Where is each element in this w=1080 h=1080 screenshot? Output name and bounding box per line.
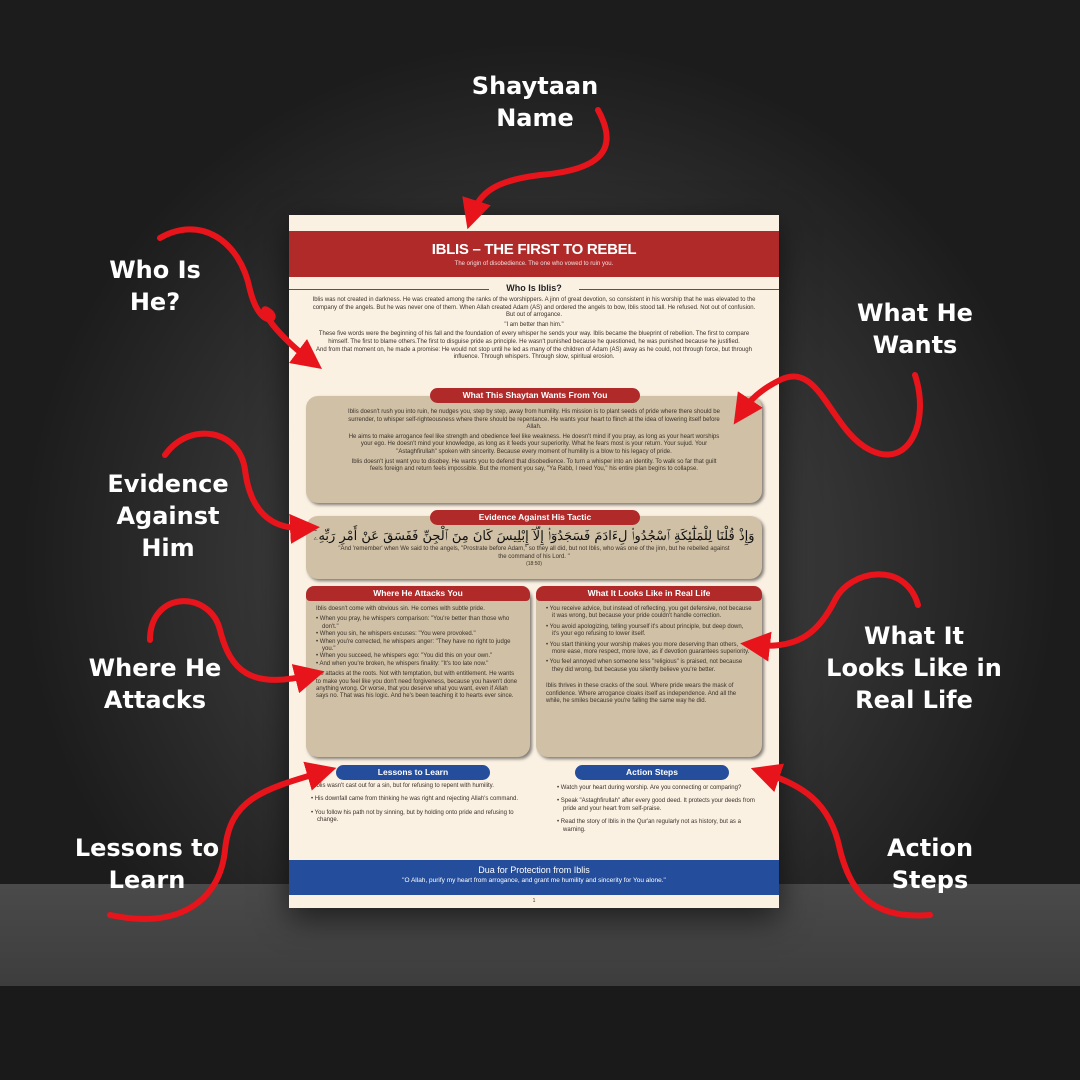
action-text: Watch your heart during worship. Are you… [557, 785, 762, 834]
list-item: When you sin, he whispers excuses: "You … [316, 631, 520, 638]
list-item: Speak "Astaghfirullah" after every good … [557, 798, 762, 813]
list-item: You follow his path not by sinning, but … [311, 810, 531, 825]
real-life-text: You receive advice, but instead of refle… [536, 586, 762, 705]
attacks-list: When you pray, he whispers comparison: "… [316, 616, 520, 668]
floor-shadow [0, 986, 1080, 1080]
who-paragraph: And from that moment on, he made a promi… [316, 346, 752, 361]
list-item: Iblis wasn't cast out for a sin, but for… [311, 783, 531, 790]
annotation-real-life: What It Looks Like in Real Life [826, 622, 1002, 714]
list-item: His downfall came from thinking he was r… [311, 796, 531, 803]
lessons-text: Iblis wasn't cast out for a sin, but for… [311, 783, 531, 825]
attacks-heading: Where He Attacks You [306, 586, 530, 601]
dua-text: "O Allah, purify my heart from arrogance… [402, 877, 666, 884]
wants-box: Iblis doesn't rush you into ruin, he nud… [306, 396, 762, 503]
who-paragraph: Iblis was not created in darkness. He wa… [312, 297, 756, 319]
who-quote: "I am better than him." [504, 321, 564, 328]
wants-paragraph: Iblis doesn't rush you into ruin, he nud… [348, 409, 720, 431]
annotation-who-is-he: Who Is He? [109, 256, 201, 316]
real-life-heading: What It Looks Like in Real Life [536, 586, 762, 601]
list-item: When you're corrected, he whispers anger… [316, 639, 520, 654]
action-list: Watch your heart during worship. Are you… [557, 785, 762, 834]
annotation-what-he-wants: What He Wants [857, 299, 973, 359]
attacks-intro: Iblis doesn't come with obvious sin. He … [316, 606, 485, 612]
list-item: Watch your heart during worship. Are you… [557, 785, 762, 792]
action-heading: Action Steps [575, 765, 729, 780]
poster-subtitle: The origin of disobedience. The one who … [454, 261, 614, 267]
annotation-lessons: Lessons to Learn [74, 834, 220, 894]
wants-paragraph: Iblis doesn't just want you to disobey. … [351, 458, 717, 473]
real-life-list: You receive advice, but instead of refle… [546, 606, 752, 674]
real-life-box: What It Looks Like in Real Life You rece… [536, 586, 762, 757]
wants-paragraph: He aims to make arrogance feel like stre… [348, 433, 720, 455]
list-item: You feel annoyed when someone less "reli… [546, 659, 752, 674]
quran-verse-arabic: وَإِذْ قُلْنَا لِلْمَلَٰٓئِكَةِ ٱسْجُدُو… [313, 529, 755, 544]
dua-banner: Dua for Protection from Iblis "O Allah, … [289, 860, 779, 895]
dua-heading: Dua for Protection from Iblis [478, 865, 590, 875]
evidence-heading: Evidence Against His Tactic [430, 510, 640, 525]
list-item: Read the story of Iblis in the Qur'an re… [557, 819, 762, 834]
list-item: You start thinking your worship makes yo… [546, 642, 752, 657]
poster-title: IBLIS – THE FIRST TO REBEL [431, 241, 637, 258]
quran-translation: "And 'remember' when We said to the ange… [338, 546, 730, 560]
annotation-action: Action Steps [886, 834, 974, 894]
list-item: You receive advice, but instead of refle… [546, 606, 752, 621]
wants-text: Iblis doesn't rush you into ruin, he nud… [306, 396, 762, 474]
annotation-shaytaan-name: Shaytaan Name [471, 72, 599, 132]
page-number: 1 [532, 898, 536, 904]
list-item: You avoid apologizing, telling yourself … [546, 624, 752, 639]
lessons-list: Iblis wasn't cast out for a sin, but for… [311, 783, 531, 825]
wants-heading: What This Shaytan Wants From You [430, 388, 640, 403]
evidence-box: وَإِذْ قُلْنَا لِلْمَلَٰٓئِكَةِ ٱسْجُدُو… [306, 516, 762, 579]
who-paragraph: These five words were the beginning of h… [318, 331, 750, 345]
poster-header: IBLIS – THE FIRST TO REBEL The origin of… [289, 231, 779, 277]
poster: IBLIS – THE FIRST TO REBEL The origin of… [289, 215, 779, 908]
who-text: Iblis was not created in darkness. He wa… [311, 297, 757, 364]
lessons-heading: Lessons to Learn [336, 765, 490, 780]
list-item: When you pray, he whispers comparison: "… [316, 616, 520, 631]
attacks-box: Where He Attacks You Iblis doesn't come … [306, 586, 530, 757]
attacks-text: Iblis doesn't come with obvious sin. He … [306, 586, 530, 701]
list-item: When you succeed, he whispers ego: "You … [316, 653, 520, 660]
real-life-outro: Iblis thrives in these cracks of the sou… [546, 683, 737, 705]
list-item: And when you're broken, he whispers fina… [316, 661, 520, 668]
quran-reference: (18:50) [526, 561, 542, 568]
attacks-outro: He attacks at the roots. Not with tempta… [316, 671, 518, 700]
annotation-where-he-attacks: Where He Attacks [88, 654, 222, 714]
annotation-evidence: Evidence Against Him [107, 470, 229, 562]
who-heading: Who Is Iblis? [289, 283, 779, 293]
